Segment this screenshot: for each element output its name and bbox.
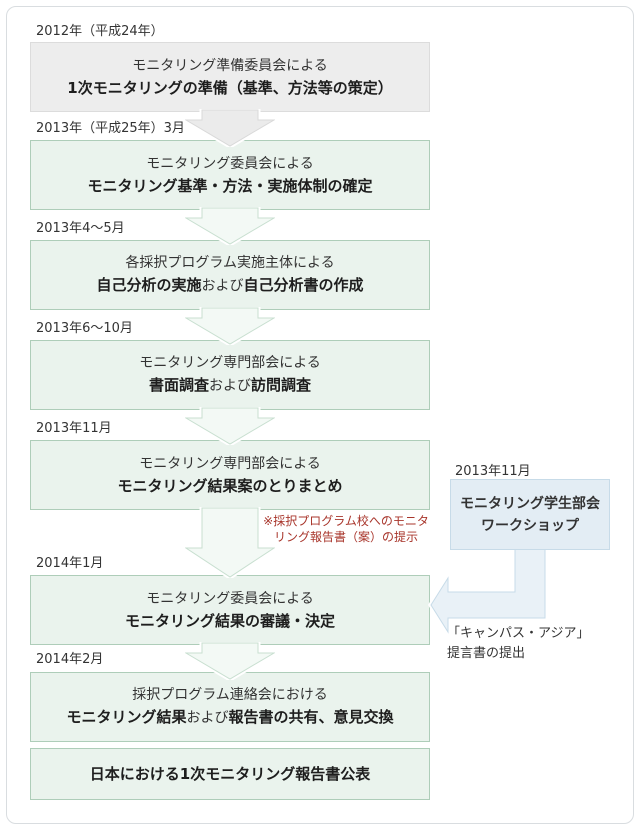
side-box-line1: モニタリング学生部会 [460,495,600,512]
flow-step-3-date: 2013年4～5月 [36,221,125,236]
flow-step-2-box: モニタリング委員会による モニタリング基準・方法・実施体制の確定 [30,140,430,210]
flow-step-3-box: 各採択プログラム実施主体による 自己分析の実施および自己分析書の作成 [30,240,430,310]
flow-step-6-line1: モニタリング委員会による [146,590,314,607]
side-caption-line1: 「キャンパス・アジア」 [447,626,590,641]
side-box-student-workshop: モニタリング学生部会 ワークショップ [450,479,610,550]
flow-final-box: 日本における1次モニタリング報告書公表 [30,748,430,800]
flow-step-5-line1: モニタリング専門部会による [139,455,321,472]
flow-step-2-line1: モニタリング委員会による [146,155,314,172]
flow-step-4-date: 2013年6～10月 [36,321,133,336]
flow-step-5-date: 2013年11月 [36,421,112,436]
flow-arrow-down-1-icon [185,109,275,147]
flow-step-3-line2-seg2: および [201,278,244,294]
side-caption-line2: 提言書の提出 [447,646,526,661]
flow-step-2-date: 2013年（平成25年）3月 [36,121,185,136]
flow-arrow-down-4-icon [185,407,275,445]
flow-step-4-line2-seg3: 訪問調査 [251,376,312,394]
flow-step-7-line2: モニタリング結果および報告書の共有、意見交換 [66,706,393,729]
flow-step-7-box: 採択プログラム連絡会における モニタリング結果および報告書の共有、意見交換 [30,672,430,742]
flow-step-4-line2: 書面調査および訪問調査 [149,374,311,397]
flow-step-7-line2-seg3: 報告書の共有、意見交換 [228,708,394,726]
flow-step-7-line2-seg1: モニタリング結果 [66,708,187,726]
flow-step-1-date: 2012年（平成24年） [36,24,164,39]
flow-final-text: 日本における1次モニタリング報告書公表 [89,765,371,783]
annotation-line1: ※採択プログラム校へのモニタ [263,514,429,528]
flow-step-4-line2-seg2: および [209,378,251,394]
flow-step-3-line2-seg1: 自己分析の実施 [96,276,202,294]
flow-step-2-line2: モニタリング基準・方法・実施体制の確定 [87,175,372,197]
side-box-line2: ワークショップ [481,517,579,534]
flow-step-6-line2-seg1: モニタリング結果の審議・決定 [124,611,335,630]
flow-step-7-line1: 採択プログラム連絡会における [132,687,328,703]
flow-step-3-line2: 自己分析の実施および自己分析書の作成 [96,274,363,297]
side-caption: 「キャンパス・アジア」 提言書の提出 [447,624,589,664]
flow-step-4-line2-seg1: 書面調査 [148,376,209,394]
flow-step-1-box: モニタリング準備委員会による 1次モニタリングの準備（基準、方法等の策定） [30,42,430,112]
flow-arrow-down-6-icon [185,642,275,680]
flow-step-3-line2-seg3: 自己分析書の作成 [243,276,364,294]
flow-arrow-down-3-icon [185,307,275,345]
annotation-line2: リング報告書（案）の提示 [273,530,418,544]
side-box-date: 2013年11月 [455,464,531,479]
flow-step-5-line2: モニタリング結果案のとりまとめ [117,475,342,497]
flow-step-2-line2-seg1: モニタリング基準・方法・実施体制の確定 [87,176,373,195]
flow-step-5-line2-seg1: モニタリング結果案のとりまとめ [117,476,343,495]
flow-step-1-line2-seg1: 1次モニタリングの準備（基準、方法等の策定） [67,78,393,97]
flow-arrow-down-2-icon [185,207,275,245]
flow-step-3-line1: 各採択プログラム実施主体による [125,255,335,271]
flow-step-7-date: 2014年2月 [36,652,104,667]
flow-step-6-line2: モニタリング結果の審議・決定 [125,610,335,632]
flow-step-1-line2: 1次モニタリングの準備（基準、方法等の策定） [67,77,392,99]
flow-step-1-line1: モニタリング準備委員会による [132,57,328,74]
flow-step-5-box: モニタリング専門部会による モニタリング結果案のとりまとめ [30,440,430,510]
flow-step-4-box: モニタリング専門部会による 書面調査および訪問調査 [30,340,430,410]
flow-step-6-box: モニタリング委員会による モニタリング結果の審議・決定 [30,575,430,645]
flow-step-4-line1: モニタリング専門部会による [139,355,321,371]
flow-step-6-date: 2014年1月 [36,556,104,571]
annotation-report-draft: ※採択プログラム校へのモニタ リング報告書（案）の提示 [258,513,434,545]
flow-arrow-down-5-icon [185,507,275,578]
flow-step-7-line2-seg2: および [186,710,229,726]
